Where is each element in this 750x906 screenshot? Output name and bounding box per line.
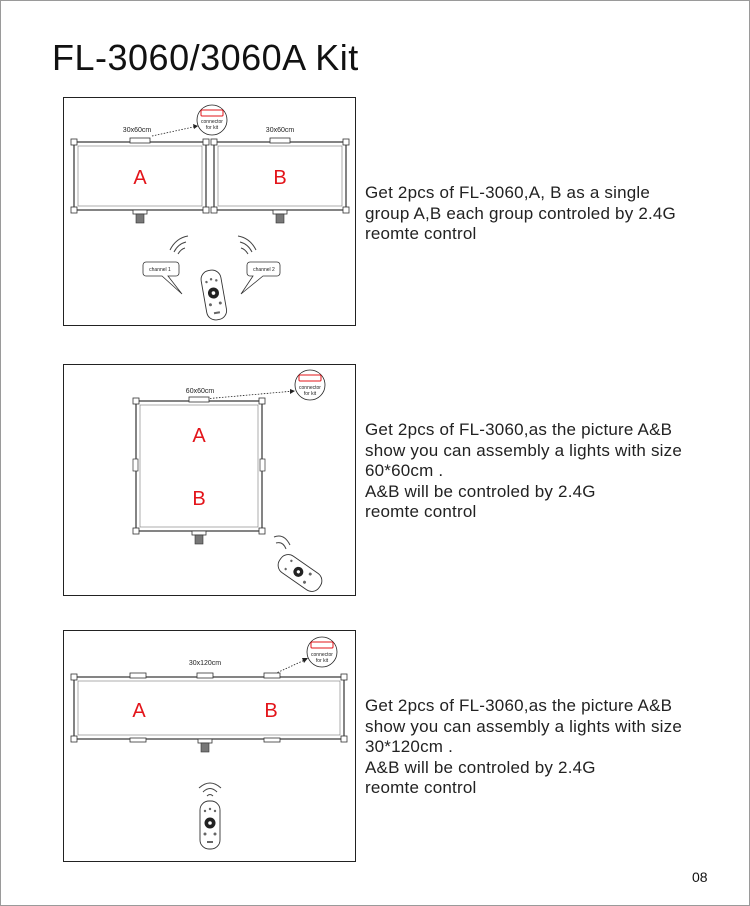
kit-3-description-line: show you can assembly a lights with size xyxy=(365,716,682,736)
kit-1-svg: connector for kit 30x60cm 30x60cm A xyxy=(70,104,350,321)
kit-2-description: Get 2pcs of FL-3060,as the picture A&B s… xyxy=(365,420,725,523)
kit-2-description-line: show you can assembly a lights with size xyxy=(365,440,682,460)
kit-3-description-line: Get 2pcs of FL-3060,as the picture A&B xyxy=(365,696,673,715)
channel-2-label: channel 2 xyxy=(253,267,275,273)
kit-2-description-line: reomte control xyxy=(365,502,477,521)
kit-2-diagram: connector for kit 60x60cm A B xyxy=(63,364,356,596)
connector-label-2: for kit xyxy=(316,658,329,664)
kit-3-description-line: 30*120cm . xyxy=(365,737,453,756)
kit-2-description-line: A&B will be controled by 2.4G xyxy=(365,481,596,501)
kit-1-description-line: Get 2pcs of FL-3060,A, B as a single xyxy=(365,183,651,202)
letter-b: B xyxy=(273,167,286,189)
size-label: 30x120cm xyxy=(189,660,221,667)
page-number: 08 xyxy=(692,869,708,885)
letter-b: B xyxy=(192,488,205,510)
letter-a: A xyxy=(192,425,206,447)
connector-label-1: connector xyxy=(299,385,321,391)
connector-icon: connector for kit xyxy=(196,104,228,136)
light-panel-a xyxy=(70,137,210,224)
kit-1-diagram: connector for kit 30x60cm 30x60cm A xyxy=(63,97,356,326)
letter-b: B xyxy=(264,700,277,722)
kit-3-diagram: connector for kit 30x120cm A B xyxy=(63,630,356,862)
connector-icon: connector for kit xyxy=(294,369,326,401)
kit-3-svg: connector for kit 30x120cm A B xyxy=(70,636,348,850)
wireless-signal-icon xyxy=(273,535,291,550)
kit-1-description-line: reomte control xyxy=(365,224,477,243)
speech-bubble-icon: channel 1 channel 2 xyxy=(142,261,281,295)
remote-control-icon xyxy=(277,554,323,592)
kit-2-description-line: Get 2pcs of FL-3060,as the picture A&B xyxy=(365,420,673,439)
size-label-a: 30x60cm xyxy=(123,127,152,134)
light-panel-assembly xyxy=(70,672,348,753)
size-label: 60x60cm xyxy=(186,388,215,395)
remote-control-icon xyxy=(199,800,221,850)
letter-a: A xyxy=(132,700,146,722)
remote-control-icon xyxy=(200,269,228,321)
wireless-signal-icon xyxy=(169,235,257,255)
connector-label-2: for kit xyxy=(206,125,219,131)
kit-1-description: Get 2pcs of FL-3060,A, B as a single gro… xyxy=(365,183,725,245)
wireless-signal-icon xyxy=(198,782,222,797)
kit-2-description-line: 60*60cm . xyxy=(365,461,444,480)
connector-icon: connector for kit xyxy=(306,636,338,668)
channel-1-label: channel 1 xyxy=(149,267,171,273)
connector-label-2: for kit xyxy=(304,391,317,397)
light-panel-assembly xyxy=(132,396,266,545)
kit-3-description-line: A&B will be controled by 2.4G xyxy=(365,757,596,777)
kit-3-description: Get 2pcs of FL-3060,as the picture A&B s… xyxy=(365,696,725,799)
connector-label-1: connector xyxy=(201,119,223,125)
connector-label-1: connector xyxy=(311,652,333,658)
kit-2-svg: connector for kit 60x60cm A B xyxy=(132,369,326,592)
kit-3-description-line: reomte control xyxy=(365,778,477,797)
light-panel-b xyxy=(210,137,350,224)
size-label-b: 30x60cm xyxy=(266,127,295,134)
page-title: FL-3060/3060A Kit xyxy=(52,37,359,78)
kit-1-description-line: group A,B each group controled by 2.4G xyxy=(365,203,676,223)
letter-a: A xyxy=(133,167,147,189)
